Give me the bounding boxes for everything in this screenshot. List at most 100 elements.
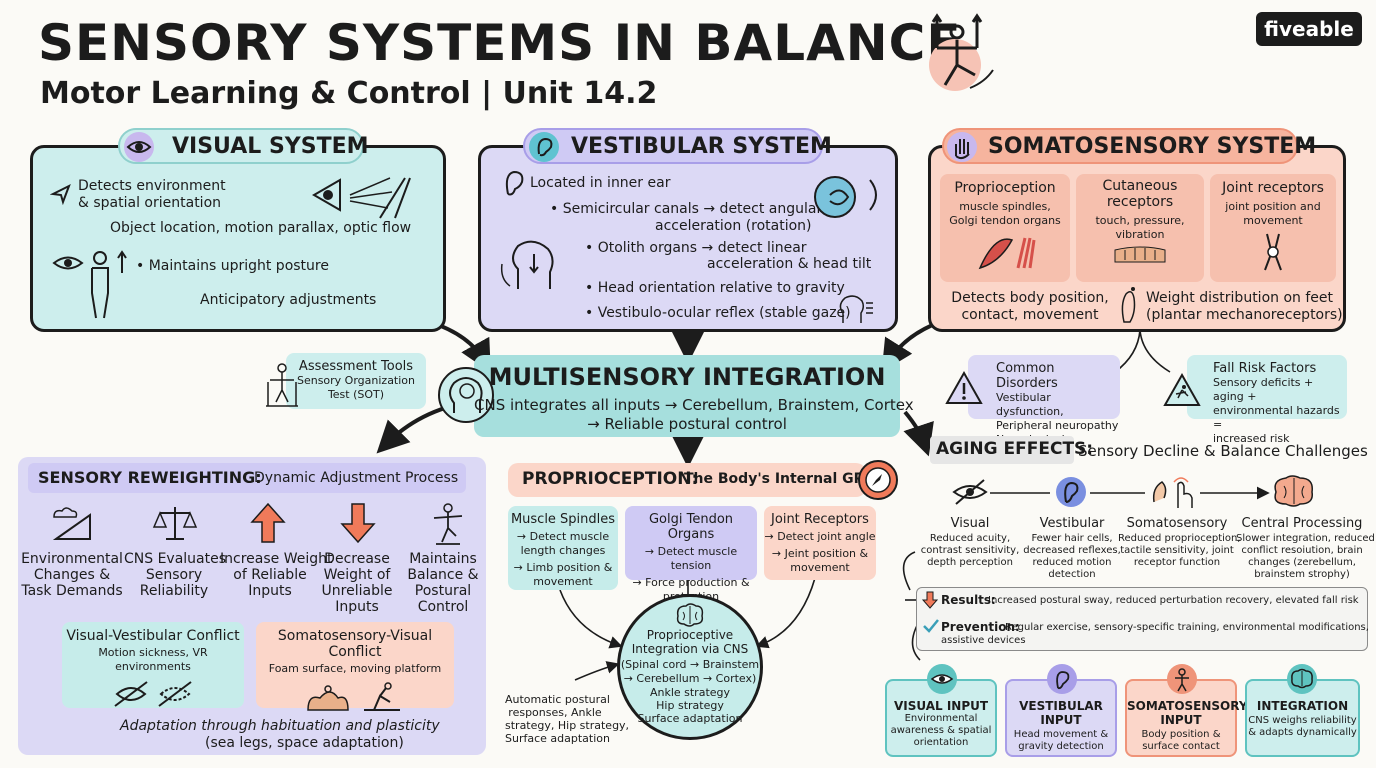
somato-detects-text: Detects body position, [951,290,1109,306]
knee-joint-icon [1210,232,1336,276]
visual-system-panel [30,145,446,332]
hand-touch-icon [1148,474,1198,514]
aging-central-line3: changes (zerebellum, [1248,557,1356,568]
sensory-reweighting-header: SENSORY REWEIGHTING: Dynamic Adjustment … [28,463,466,493]
scales-icon [150,503,200,547]
vestibular-gravity-text: • Head orientation relative to gravity [585,280,845,296]
aging-somato-line1: Reduced proprioception, [1118,533,1241,544]
somato-contact-text: contact, movement [961,307,1099,323]
eye-person-icon [50,248,140,327]
arrow-up-icon [250,502,286,548]
somato-weight-text: Weight distribution on feet [1146,290,1333,306]
integration-input-card: INTEGRATION CNS weighs reliability & ada… [1245,679,1360,757]
semicircular-canal-icon [800,165,885,234]
warning-icon [944,370,984,410]
aging-central-line1: Slower integration, reduced [1236,533,1375,544]
foam-platform-icon [256,680,454,718]
muscle-spindles-card: Muscle Spindles → Detect muscle length c… [508,506,618,590]
visual-anticipatory-text: Anticipatory adjustments [200,292,377,308]
somato-plantar-text: (plantar mechanoreceptors) [1146,307,1343,323]
balancing-person-icon [430,502,466,550]
prevention-label: Prevention: [941,620,1020,634]
visual-input-eye-icon [927,664,957,694]
multisensory-integration-panel [474,355,900,437]
hand-icon [947,132,977,162]
arrow-down-icon [340,502,376,548]
aging-somato-title: Somatosensory [1126,516,1228,531]
golgi-tendon-organs-card: Golgi Tendon Organs → Detect muscle tens… [625,506,757,603]
fall-warning-icon [1162,372,1202,412]
aging-visual-line1: Reduced acuity, [929,533,1011,544]
crossed-eye-aging-icon [950,476,990,512]
brain-icon [674,602,706,632]
head-tilt-icon [498,234,573,298]
aging-central-line4: brainstem strophy) [1254,569,1350,580]
vestibular-vor-text: • Vestibulo-ocular reflex (stable gaze) [585,305,851,321]
head-brain-icon [438,367,494,423]
common-disorders-card: Common Disorders Vestibular dysfunction,… [968,355,1120,460]
prevention-text-line2: assistive devices [941,635,1026,646]
aging-effects-title: AGING EFFECTS: [936,439,1094,459]
reweight-step-2-line2: Sensory [145,567,203,583]
proprioception-card: Proprioception muscle spindles, Golgi te… [940,174,1070,282]
reweight-step-1-line2: Changes & [33,567,111,583]
reweight-step-4-line3: Unreliable [321,583,393,599]
reweight-step-5-line4: Control [417,599,469,615]
fiveable-logo: fiveable [1256,12,1362,46]
auto-responses-line4: Surface adaptation [505,732,610,745]
vestibular-input-ear-icon [1047,664,1077,694]
proprioception-header-pill: PROPRIOCEPTION: The Body's Internal GPS [508,463,874,497]
inner-ear-icon [500,168,526,202]
somatosensory-system-title-pill: SOMATOSENSORY SYSTEM [942,128,1316,164]
integration-line1: Proprioceptive [646,628,734,642]
navigation-arrow-icon [49,183,72,209]
aging-vestibular-line1: Fewer hair cells, [1031,533,1113,544]
visual-vestibular-conflict-card: Visual-Vestibular Conflict Motion sickne… [62,622,244,708]
compass-icon [858,460,898,500]
assessment-tools-card: Assessment Tools Sensory Organization Te… [286,353,426,409]
vestibular-angular-text: acceleration (rotation) [655,218,812,234]
page-subtitle: Motor Learning & Control | Unit 14.2 [40,76,658,111]
reweight-step-1-line3: Task Demands [21,583,123,599]
aging-central-line2: conflict resoiution, brain [1241,545,1363,556]
balance-platform-icon [262,360,302,414]
visual-system-title-pill: VISUAL SYSTEM [118,128,369,164]
visual-object-location-text: Object location, motion parallax, optic … [110,220,412,236]
reweight-step-4-line4: Inputs [335,599,379,615]
aging-vestibular-title: Vestibular [1039,516,1105,531]
aging-vestibular-line4: detection [1048,569,1096,580]
integration-line3: (Spinal cord → Brainstem [620,658,760,671]
vestibular-semicircular-text: • Semicircular canals → detect angular [550,201,823,217]
ear-aging-icon [1055,474,1087,514]
multisensory-line1: CNS integrates all inputs → Cerebellum, … [474,396,914,414]
aging-central-title: Central Processing [1241,516,1363,531]
auto-responses-line1: Automatic postural [505,693,610,706]
aging-somato-line3: receptor function [1133,557,1221,568]
multisensory-line2: → Reliable postural control [587,415,787,433]
adaptation-sub-text: (sea legs, space adaptation) [205,735,404,751]
results-label: Results: [941,593,996,607]
reweight-step-5-line3: Postural [414,583,472,599]
aging-visual-line2: contrast sensitivity, [920,545,1020,556]
reweight-step-5-line1: Maintains [409,551,477,567]
joint-receptors-proprio-card: Joint Receptors → Detect joint angle → J… [764,506,876,580]
aging-somato-line2: tactile sensitivity, joint [1120,545,1234,556]
integration-line7: Surface adaptation [637,712,743,725]
page-title: SENSORY SYSTEMS IN BALANCE [38,14,962,72]
eye-road-icon [310,170,420,224]
aging-vestibular-line2: decreased reflexes, [1023,545,1121,556]
terrain-cloud-icon [48,503,98,547]
auto-responses-line3: strategy, Hip strategy, [505,719,630,732]
checkmark-icon [922,618,940,638]
reweight-step-3-line2: of Reliable [233,567,307,583]
adaptation-text: Adaptation through habituation and plast… [120,718,440,734]
brain-aging-icon [1270,474,1318,514]
aging-effects-header-bg [930,436,1074,464]
vestibular-system-panel [478,145,898,332]
down-arrow-red-icon [921,591,939,613]
visual-posture-text: • Maintains upright posture [136,258,329,274]
footprint-icon [1118,284,1140,328]
vestibular-location-text: Located in inner ear [530,175,671,191]
aging-visual-line3: depth perception [927,557,1013,568]
joint-receptors-card: Joint receptors joint position and movem… [1210,174,1336,282]
